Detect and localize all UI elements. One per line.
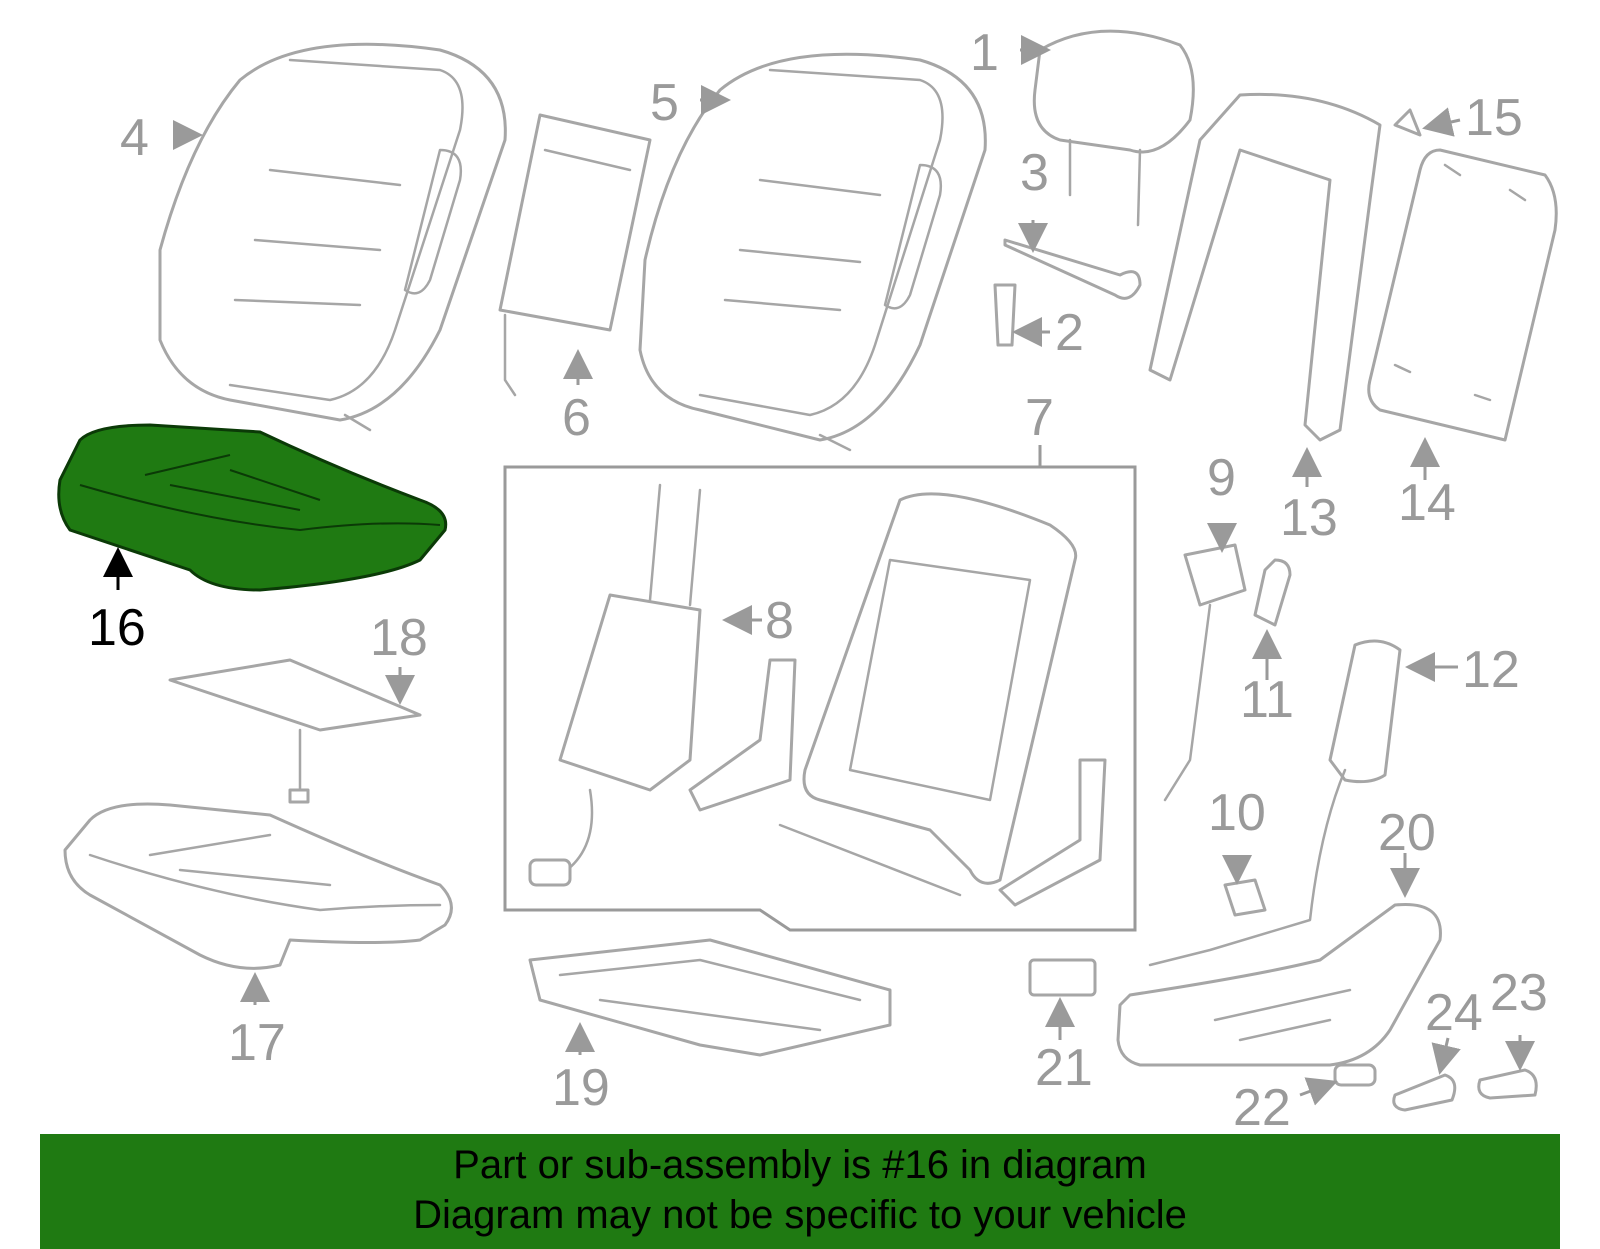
callout-6: 6 <box>562 389 591 447</box>
part-7-seatback-frame <box>688 492 1107 907</box>
part-22-knob <box>1333 1063 1377 1087</box>
callout-24: 24 <box>1425 984 1483 1042</box>
callout-19: 19 <box>552 1059 610 1117</box>
callout-16: 16 <box>88 599 146 657</box>
part-21-switch <box>1028 958 1097 997</box>
callout-18: 18 <box>370 609 428 667</box>
leader-lines <box>103 35 1535 1106</box>
callout-17: 17 <box>228 1014 286 1072</box>
part-9-release-handle <box>1163 543 1247 802</box>
callout-4: 4 <box>120 109 149 167</box>
banner-line-1: Part or sub-assembly is #16 in diagram <box>453 1143 1147 1187</box>
callout-22: 22 <box>1233 1079 1291 1137</box>
part-16-seat-cushion <box>57 423 448 592</box>
part-13-frame-trim <box>1148 92 1382 442</box>
part-12-trim <box>1148 639 1402 967</box>
callout-21: 21 <box>1035 1039 1093 1097</box>
banner-line-2: Diagram may not be specific to your vehi… <box>413 1193 1187 1237</box>
part-24-knob <box>1392 1073 1457 1112</box>
part-3-guide <box>1003 238 1142 300</box>
part-10-clip <box>1223 878 1267 917</box>
part-5-seatback-cover-right <box>638 52 987 452</box>
callout-9: 9 <box>1207 449 1236 507</box>
info-banner: Part or sub-assembly is #16 in diagram D… <box>40 1134 1560 1249</box>
callout-15: 15 <box>1465 89 1523 147</box>
part-20-side-shield <box>1116 902 1442 1067</box>
part-15-clip <box>1393 108 1422 137</box>
part-14-rear-panel <box>1367 148 1558 442</box>
callout-14: 14 <box>1398 474 1456 532</box>
callout-8: 8 <box>765 592 794 650</box>
part-7-group-box <box>503 445 1137 932</box>
part-19-seat-frame <box>528 938 892 1057</box>
callout-13: 13 <box>1280 489 1338 547</box>
part-6-back-panel <box>498 113 652 397</box>
part-23-knob <box>1477 1068 1538 1100</box>
part-1-headrest <box>1032 29 1195 227</box>
part-2-sleeve <box>993 283 1017 347</box>
callout-3: 3 <box>1020 144 1049 202</box>
callout-7: 7 <box>1025 389 1054 447</box>
callout-20: 20 <box>1378 804 1436 862</box>
callout-2: 2 <box>1055 304 1084 362</box>
part-8-lumbar <box>528 483 702 887</box>
callout-1: 1 <box>970 24 999 82</box>
callout-23: 23 <box>1490 964 1548 1022</box>
callout-labels: 1 2 3 4 5 6 7 8 9 10 11 12 13 14 15 16 1… <box>88 24 1548 1137</box>
part-11-bezel <box>1253 558 1292 627</box>
callout-5: 5 <box>650 74 679 132</box>
callout-11: 11 <box>1240 671 1294 729</box>
callout-12: 12 <box>1462 641 1520 699</box>
part-18-pad <box>168 658 422 804</box>
part-17-cushion-pad <box>63 802 453 970</box>
part-4-seatback-cover-left <box>158 42 507 432</box>
callout-10: 10 <box>1208 784 1266 842</box>
